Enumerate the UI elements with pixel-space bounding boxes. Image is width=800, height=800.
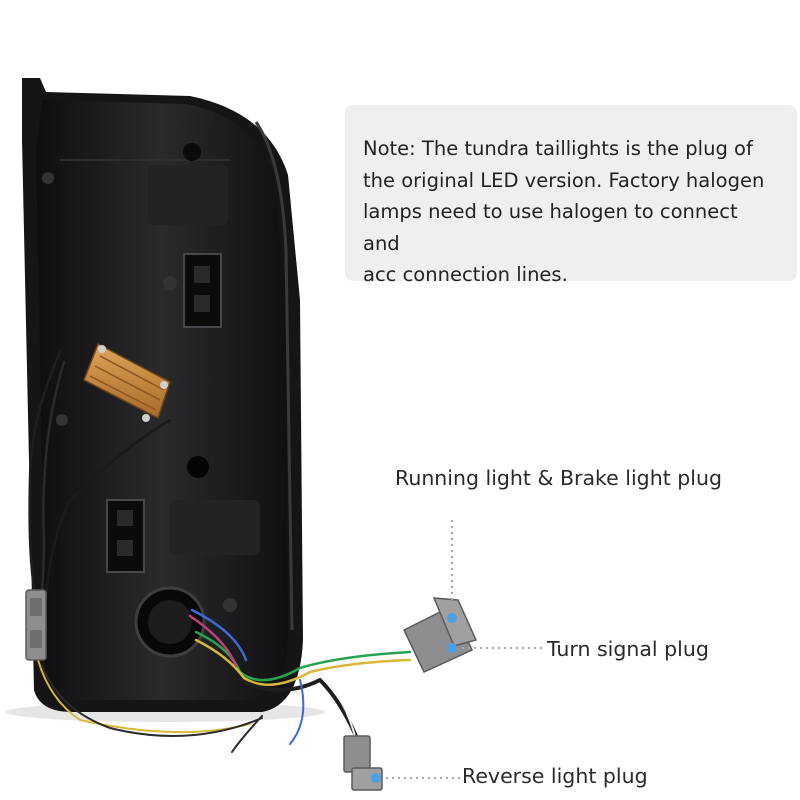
reverse-light-plug-label: Reverse light plug [462, 764, 648, 788]
note-box: Note: The tundra taillights is the plug … [345, 105, 797, 286]
note-text: Note: The tundra taillights is the plug … [363, 133, 779, 291]
note-line: the original LED version. Factory haloge… [363, 168, 765, 192]
side-plug [25, 589, 47, 661]
turn-signal-plug [403, 597, 478, 673]
bulb-socket [134, 586, 206, 658]
turn-signal-plug-label: Turn signal plug [547, 637, 709, 661]
leader-lines [386, 520, 546, 779]
wire-harness [28, 350, 412, 753]
load-resistor [83, 342, 171, 422]
socket-lower [106, 499, 145, 573]
note-line: lamps need to use halogen to connect and [363, 200, 738, 255]
note-line: acc connection lines. [363, 263, 568, 286]
socket-upper [183, 253, 222, 328]
reverse-light-plug [343, 735, 383, 791]
note-line: Note: The tundra taillights is the plug … [363, 137, 753, 160]
running-brake-plug-label: Running light & Brake light plug [395, 466, 722, 490]
